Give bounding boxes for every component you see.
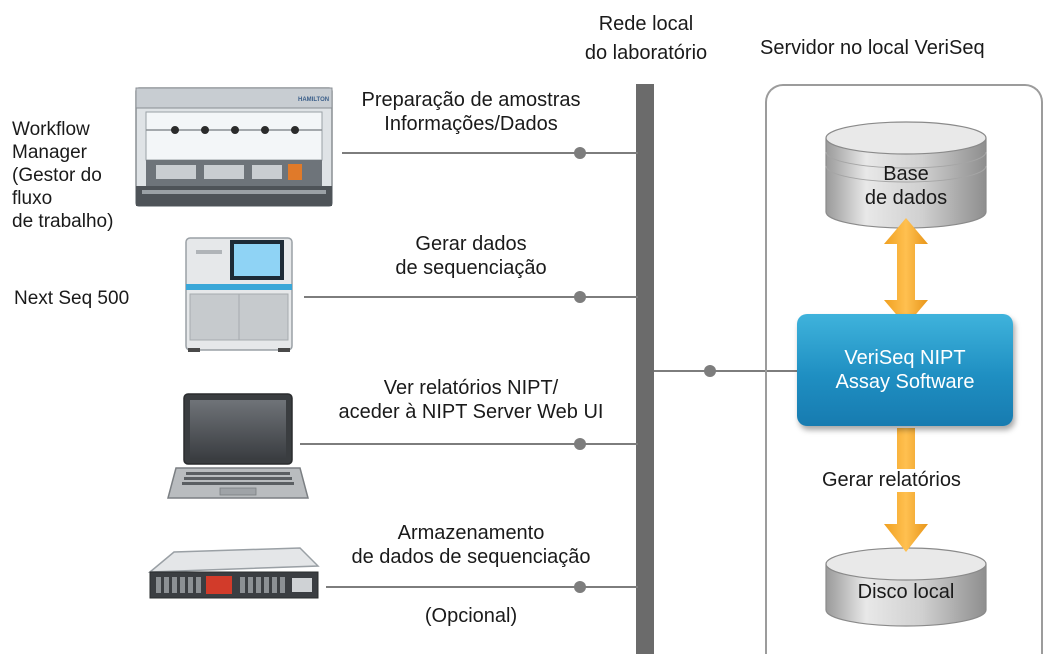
laptop-device [167, 393, 309, 499]
workflow-connection-line2: Informações/Dados [384, 113, 558, 135]
nextseq-connection-line2: de sequenciação [395, 257, 547, 279]
storage-connection-label: Armazenamento de dados de sequenciação [326, 521, 616, 569]
network-title: Rede local do laboratório [566, 10, 726, 68]
connection-line-workflow [342, 152, 638, 154]
connection-dot-storage [574, 581, 586, 593]
network-title-line1: Rede local [598, 13, 694, 35]
connection-line-storage [326, 586, 638, 588]
connection-dot-nextseq [574, 291, 586, 303]
assay-software-box: VeriSeq NIPT Assay Software [797, 314, 1013, 426]
connection-dot-workflow [574, 147, 586, 159]
nextseq-connection-label: Gerar dados de sequenciação [326, 232, 616, 280]
laptop-connection-line1: Ver relatórios NIPT/ [383, 377, 559, 399]
database-label: Base de dados [826, 162, 986, 210]
database-label-line2: de dados [864, 187, 948, 209]
connection-line-nextseq [304, 296, 638, 298]
nextseq-connection-line1: Gerar dados [415, 233, 527, 255]
rack-server-device [147, 547, 320, 599]
nextseq-device [185, 237, 293, 352]
workflow-connection-label: Preparação de amostras Informações/Dados [326, 88, 616, 136]
connection-dot-server [704, 365, 716, 377]
server-title: Servidor no local VeriSeq [760, 37, 985, 59]
laptop-connection-line2: aceder à NIPT Server Web UI [338, 401, 604, 423]
connection-line-server [654, 370, 797, 372]
nextseq-label: Next Seq 500 [14, 288, 130, 309]
storage-optional-note: (Opcional) [424, 605, 518, 627]
database-label-line1: Base [883, 163, 929, 185]
report-label: Gerar relatórios [822, 469, 961, 492]
network-title-line2: do laboratório [584, 42, 708, 64]
storage-connection-line2: de dados de sequenciação [351, 546, 591, 568]
software-label-line1: VeriSeq NIPT [844, 347, 966, 369]
database-software-double-arrow [884, 218, 928, 326]
local-disk-cylinder-icon [825, 547, 987, 627]
connection-dot-laptop [574, 438, 586, 450]
workflow-manager-label: Workflow Manager (Gestor do fluxo de tra… [12, 119, 114, 232]
laptop-connection-label: Ver relatórios NIPT/ aceder à NIPT Serve… [326, 376, 616, 424]
storage-connection-line1: Armazenamento [397, 522, 545, 544]
device-brand-logo: HAMILTON [298, 97, 329, 103]
software-label-line2: Assay Software [835, 371, 975, 393]
database-cylinder-icon [825, 121, 987, 229]
local-disk-label: Disco local [857, 581, 955, 603]
workflow-manager-device [135, 87, 333, 207]
workflow-connection-line1: Preparação de amostras [361, 89, 581, 111]
connection-line-laptop [300, 443, 638, 445]
network-bus [636, 84, 654, 654]
server-container [765, 84, 1043, 654]
